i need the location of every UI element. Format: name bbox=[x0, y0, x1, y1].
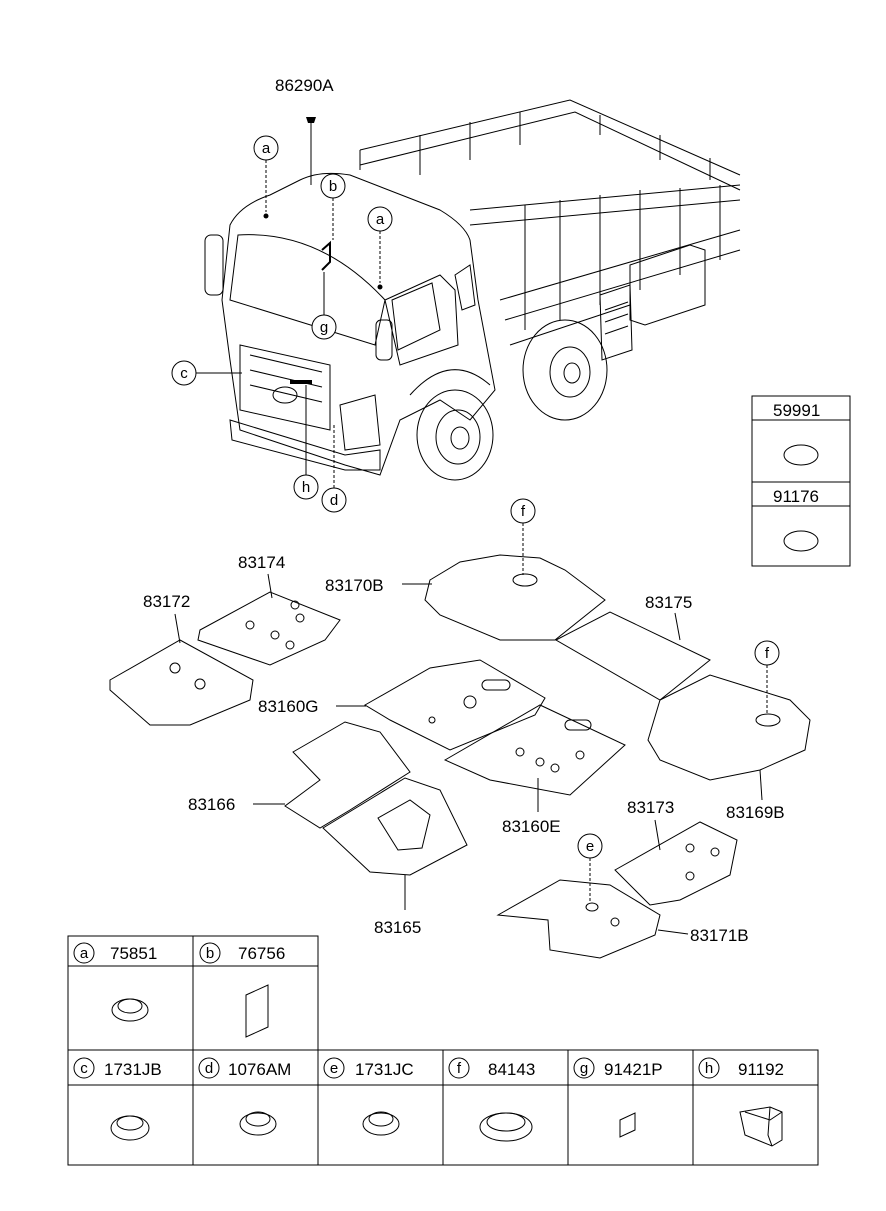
svg-text:h: h bbox=[705, 1060, 713, 1077]
mat-83173: 83173 bbox=[614, 798, 738, 906]
svg-text:1731JC: 1731JC bbox=[355, 1060, 414, 1079]
mat-83172: 83172 bbox=[109, 592, 254, 726]
svg-text:h: h bbox=[302, 479, 310, 496]
svg-text:c: c bbox=[80, 1060, 88, 1077]
parts-table-top: a 75851 b 76756 bbox=[67, 935, 319, 1051]
marker-c: c bbox=[171, 360, 242, 386]
marker-b: b bbox=[320, 173, 346, 240]
svg-text:e: e bbox=[586, 838, 594, 855]
floor-mats: 83170B f 83175 83169B f bbox=[109, 498, 811, 959]
mat-83160e: 83160E bbox=[443, 704, 626, 836]
label-83169b: 83169B bbox=[726, 803, 785, 822]
label-59991: 59991 bbox=[773, 401, 820, 420]
marker-f-lower: f bbox=[754, 640, 780, 714]
svg-text:d: d bbox=[330, 492, 338, 509]
mat-83160g: 83160G bbox=[258, 659, 546, 751]
svg-text:a: a bbox=[376, 211, 385, 228]
cell-e-1731jc: e 1731JC bbox=[323, 1057, 414, 1136]
marker-e: e bbox=[577, 833, 603, 902]
svg-text:b: b bbox=[206, 945, 214, 962]
svg-text:1731JB: 1731JB bbox=[104, 1060, 162, 1079]
svg-text:c: c bbox=[180, 365, 188, 382]
mat-83169b: 83169B bbox=[647, 674, 811, 822]
svg-text:e: e bbox=[330, 1060, 338, 1077]
svg-text:a: a bbox=[80, 945, 89, 962]
svg-text:f: f bbox=[457, 1060, 462, 1077]
mat-83174: 83174 bbox=[197, 553, 341, 666]
cell-g-91421p: g 91421P bbox=[573, 1057, 663, 1138]
svg-text:a: a bbox=[262, 140, 271, 157]
cell-a-75851: a 75851 bbox=[73, 942, 157, 1022]
label-83173: 83173 bbox=[627, 798, 674, 817]
mat-83165: 83165 bbox=[322, 777, 468, 937]
mat-83171b: 83171B bbox=[496, 879, 749, 959]
marker-a-right: a bbox=[367, 206, 393, 290]
label-83165: 83165 bbox=[374, 918, 421, 937]
svg-text:f: f bbox=[765, 645, 770, 662]
svg-text:g: g bbox=[320, 319, 328, 336]
svg-text:g: g bbox=[580, 1060, 588, 1077]
label-83166: 83166 bbox=[188, 795, 235, 814]
label-83175: 83175 bbox=[645, 593, 692, 612]
cell-d-1076am: d 1076AM bbox=[198, 1057, 291, 1136]
label-91176: 91176 bbox=[773, 487, 819, 506]
svg-text:1076AM: 1076AM bbox=[228, 1060, 291, 1079]
marker-a-left: a bbox=[253, 135, 279, 219]
svg-text:91421P: 91421P bbox=[604, 1060, 663, 1079]
mat-83175: 83175 bbox=[554, 593, 711, 701]
label-83172: 83172 bbox=[143, 592, 190, 611]
marker-h: h bbox=[293, 385, 319, 500]
cell-b-76756: b 76756 bbox=[199, 942, 285, 1038]
label-83170b: 83170B bbox=[325, 576, 384, 595]
cell-c-1731jb: c 1731JB bbox=[73, 1057, 162, 1141]
cell-f-84143: f 84143 bbox=[448, 1057, 535, 1142]
label-86290a: 86290A bbox=[275, 76, 334, 95]
truck-illustration bbox=[204, 99, 741, 481]
svg-text:84143: 84143 bbox=[488, 1060, 535, 1079]
marker-d: d bbox=[321, 425, 347, 513]
clip-86290a: 86290A bbox=[275, 76, 334, 185]
label-83171b: 83171B bbox=[690, 926, 749, 945]
svg-text:d: d bbox=[205, 1060, 213, 1077]
svg-text:75851: 75851 bbox=[110, 944, 157, 963]
cell-h-91192: h 91192 bbox=[698, 1057, 784, 1147]
parts-table-bottom: c 1731JB d 1076AM e 1731JC f 84143 bbox=[67, 1049, 819, 1166]
mat-83166: 83166 bbox=[188, 721, 411, 829]
label-83160g: 83160G bbox=[258, 697, 319, 716]
mat-83170b: 83170B bbox=[325, 554, 606, 641]
svg-text:91192: 91192 bbox=[738, 1060, 784, 1079]
svg-text:76756: 76756 bbox=[238, 944, 285, 963]
svg-text:f: f bbox=[521, 503, 526, 520]
label-83174: 83174 bbox=[238, 553, 285, 572]
side-parts-box: 59991 91176 bbox=[751, 395, 851, 567]
marker-f-upper: f bbox=[510, 498, 536, 575]
marker-g: g bbox=[311, 272, 337, 340]
svg-text:b: b bbox=[329, 178, 337, 195]
label-83160e: 83160E bbox=[502, 817, 561, 836]
